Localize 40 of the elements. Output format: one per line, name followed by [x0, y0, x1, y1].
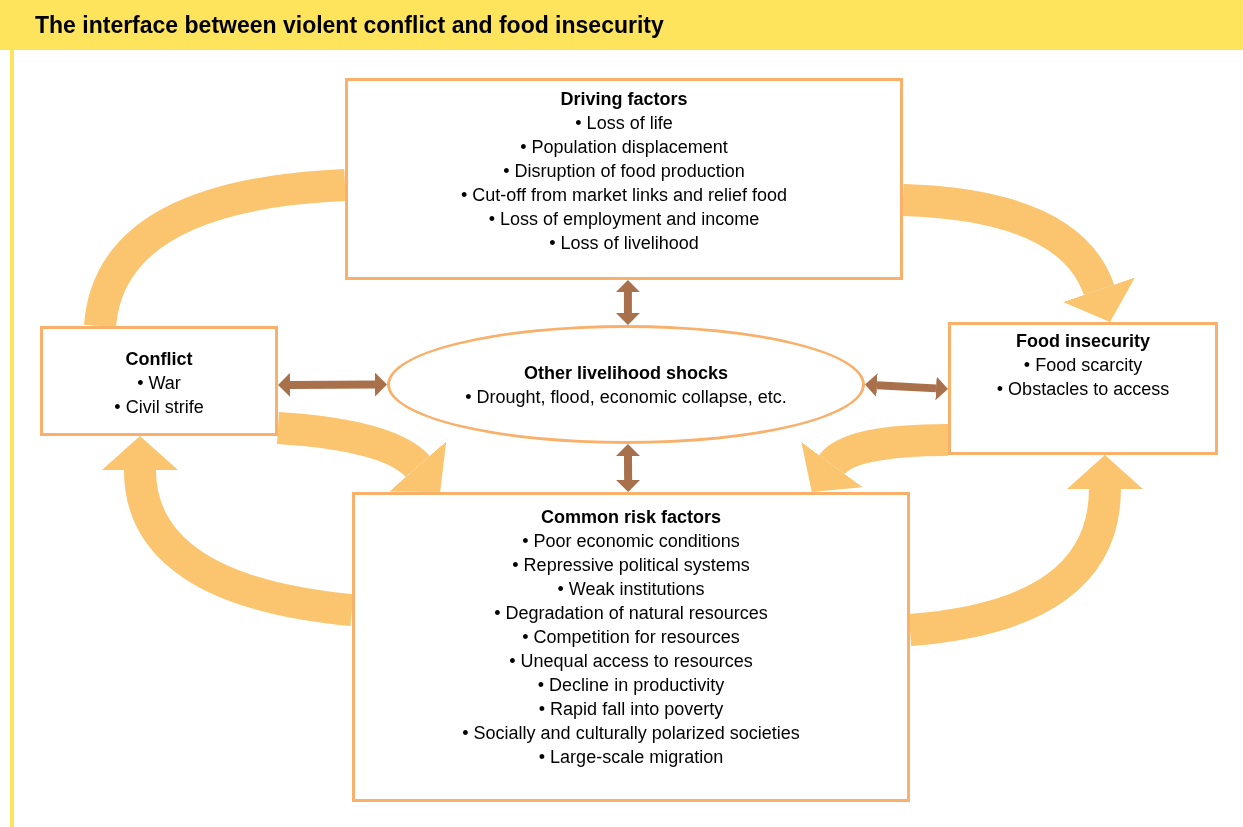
arrow	[902, 184, 1134, 322]
text-box	[40, 326, 278, 436]
node-heading: Food insecurity	[1016, 330, 1150, 353]
bullet-item: • Large-scale migration	[538, 746, 724, 769]
node-heading: Other livelihood shocks	[523, 361, 728, 385]
arrow	[276, 412, 445, 494]
arrow	[278, 372, 387, 397]
arrow	[803, 423, 949, 491]
bullet-item: • Socially and culturally polarized societies	[462, 722, 800, 745]
bullet-item: • Obstacles to access	[996, 378, 1170, 401]
arrow	[908, 455, 1143, 646]
bullet-item: • Rapid fall into poverty	[538, 698, 724, 721]
arrow	[102, 436, 354, 626]
bullet-item: • Disruption of food production	[503, 160, 745, 183]
bullet-item: • Food scarcity	[1023, 354, 1143, 377]
text-box	[352, 492, 910, 802]
arrow	[616, 444, 641, 492]
bullet-item: • Repressive political systems	[512, 554, 750, 577]
bullet-item: • Drought, flood, economic collapse, etc.	[465, 385, 787, 409]
title: The interface between violent conflict and food insecurity	[35, 12, 664, 38]
bullet-item: • Degradation of natural resources	[494, 602, 768, 625]
bullet-item: • Population displacement	[520, 136, 728, 159]
text-box	[948, 322, 1218, 455]
arrow	[615, 280, 640, 325]
bullet-item: • Loss of livelihood	[549, 232, 699, 255]
arrow	[865, 373, 948, 401]
bullet-item: • War	[137, 372, 181, 395]
bullet-item: • Cut-off from market links and relief food	[460, 184, 788, 207]
bullet-item: • Competition for resources	[522, 626, 740, 649]
node-heading: Driving factors	[560, 88, 688, 111]
bullet-item: • Decline in productivity	[537, 674, 725, 697]
bullet-item: • Unequal access to resources	[509, 650, 753, 673]
bullet-item: • Weak institutions	[557, 578, 705, 601]
bullet-item: • Loss of employment and income	[488, 208, 760, 231]
node-heading: Common risk factors	[540, 506, 721, 529]
node-heading: Conflict	[125, 348, 193, 371]
bullet-item: • Civil strife	[114, 396, 204, 419]
bullet-item: • Poor economic conditions	[522, 530, 740, 553]
bullet-item: • Loss of life	[575, 112, 673, 135]
text-box	[345, 78, 903, 280]
